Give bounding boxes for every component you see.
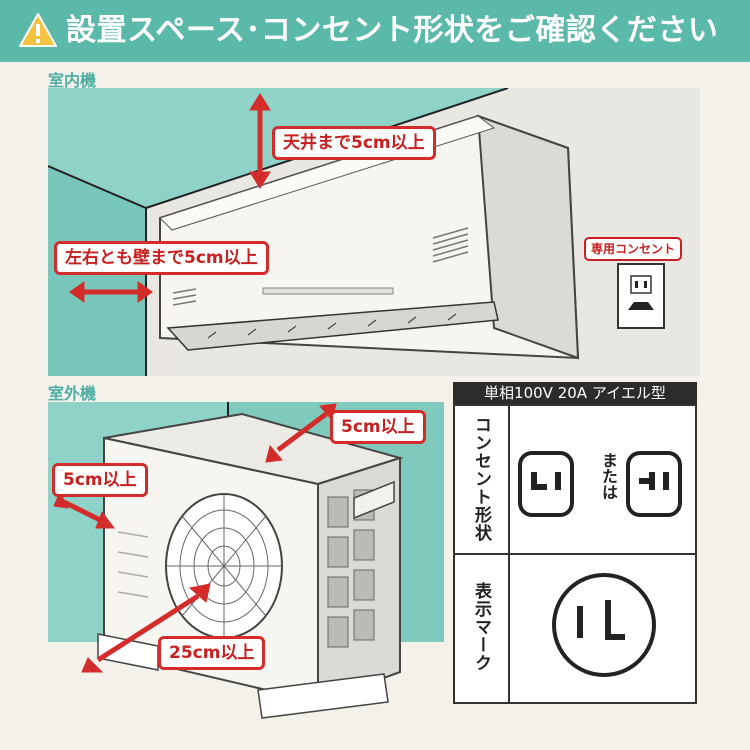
outlet-spec-table: 単相100V 20A アイエル型 コンセント形状 表示マーク または — [453, 382, 697, 704]
outlet-spec-header: 単相100V 20A アイエル型 — [453, 382, 697, 404]
table-grid — [453, 404, 697, 704]
indoor-section-label: 室内機 — [48, 71, 97, 90]
outdoor-unit-illustration — [48, 402, 444, 744]
front-clearance-callout: 25cm以上 — [158, 636, 266, 670]
ceiling-clearance-callout: 天井まで5cm以上 — [272, 126, 436, 160]
side-clearance-callout: 左右とも壁まで5cm以上 — [54, 241, 269, 275]
page-title: 設置スペース･コンセント形状をご確認ください — [66, 13, 719, 48]
outlet-shape-icon-right — [626, 451, 682, 517]
or-text: または — [599, 452, 618, 500]
display-mark-label: 表示マーク — [471, 582, 491, 672]
outlet-shape-label: コンセント形状 — [471, 416, 491, 542]
left-clearance-callout: 5cm以上 — [52, 463, 148, 497]
outlet-shape-icon-left — [518, 451, 574, 517]
warning-icon — [19, 13, 57, 47]
dedicated-outlet-label: 専用コンセント — [584, 237, 683, 261]
outdoor-section-label: 室外機 — [48, 384, 97, 403]
header-banner: 設置スペース･コンセント形状をご確認ください — [0, 0, 750, 62]
rear-clearance-callout: 5cm以上 — [330, 410, 426, 444]
display-mark-icon — [552, 573, 656, 677]
